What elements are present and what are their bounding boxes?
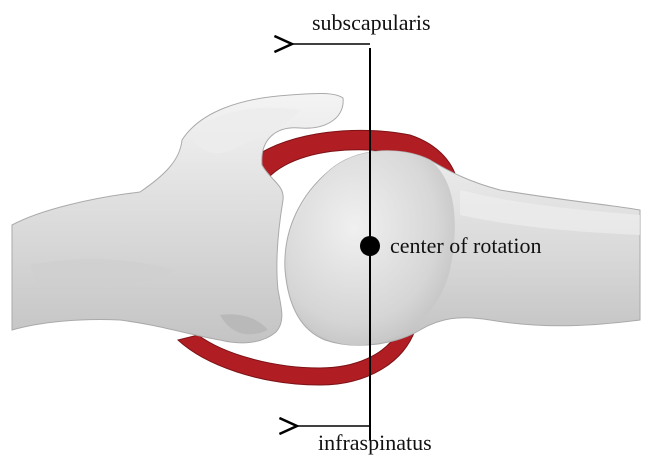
infraspinatus-label: infraspinatus — [318, 430, 432, 455]
center-of-rotation-dot — [360, 236, 380, 256]
subscapularis-label: subscapularis — [312, 10, 431, 35]
center-of-rotation-label: center of rotation — [390, 233, 542, 258]
